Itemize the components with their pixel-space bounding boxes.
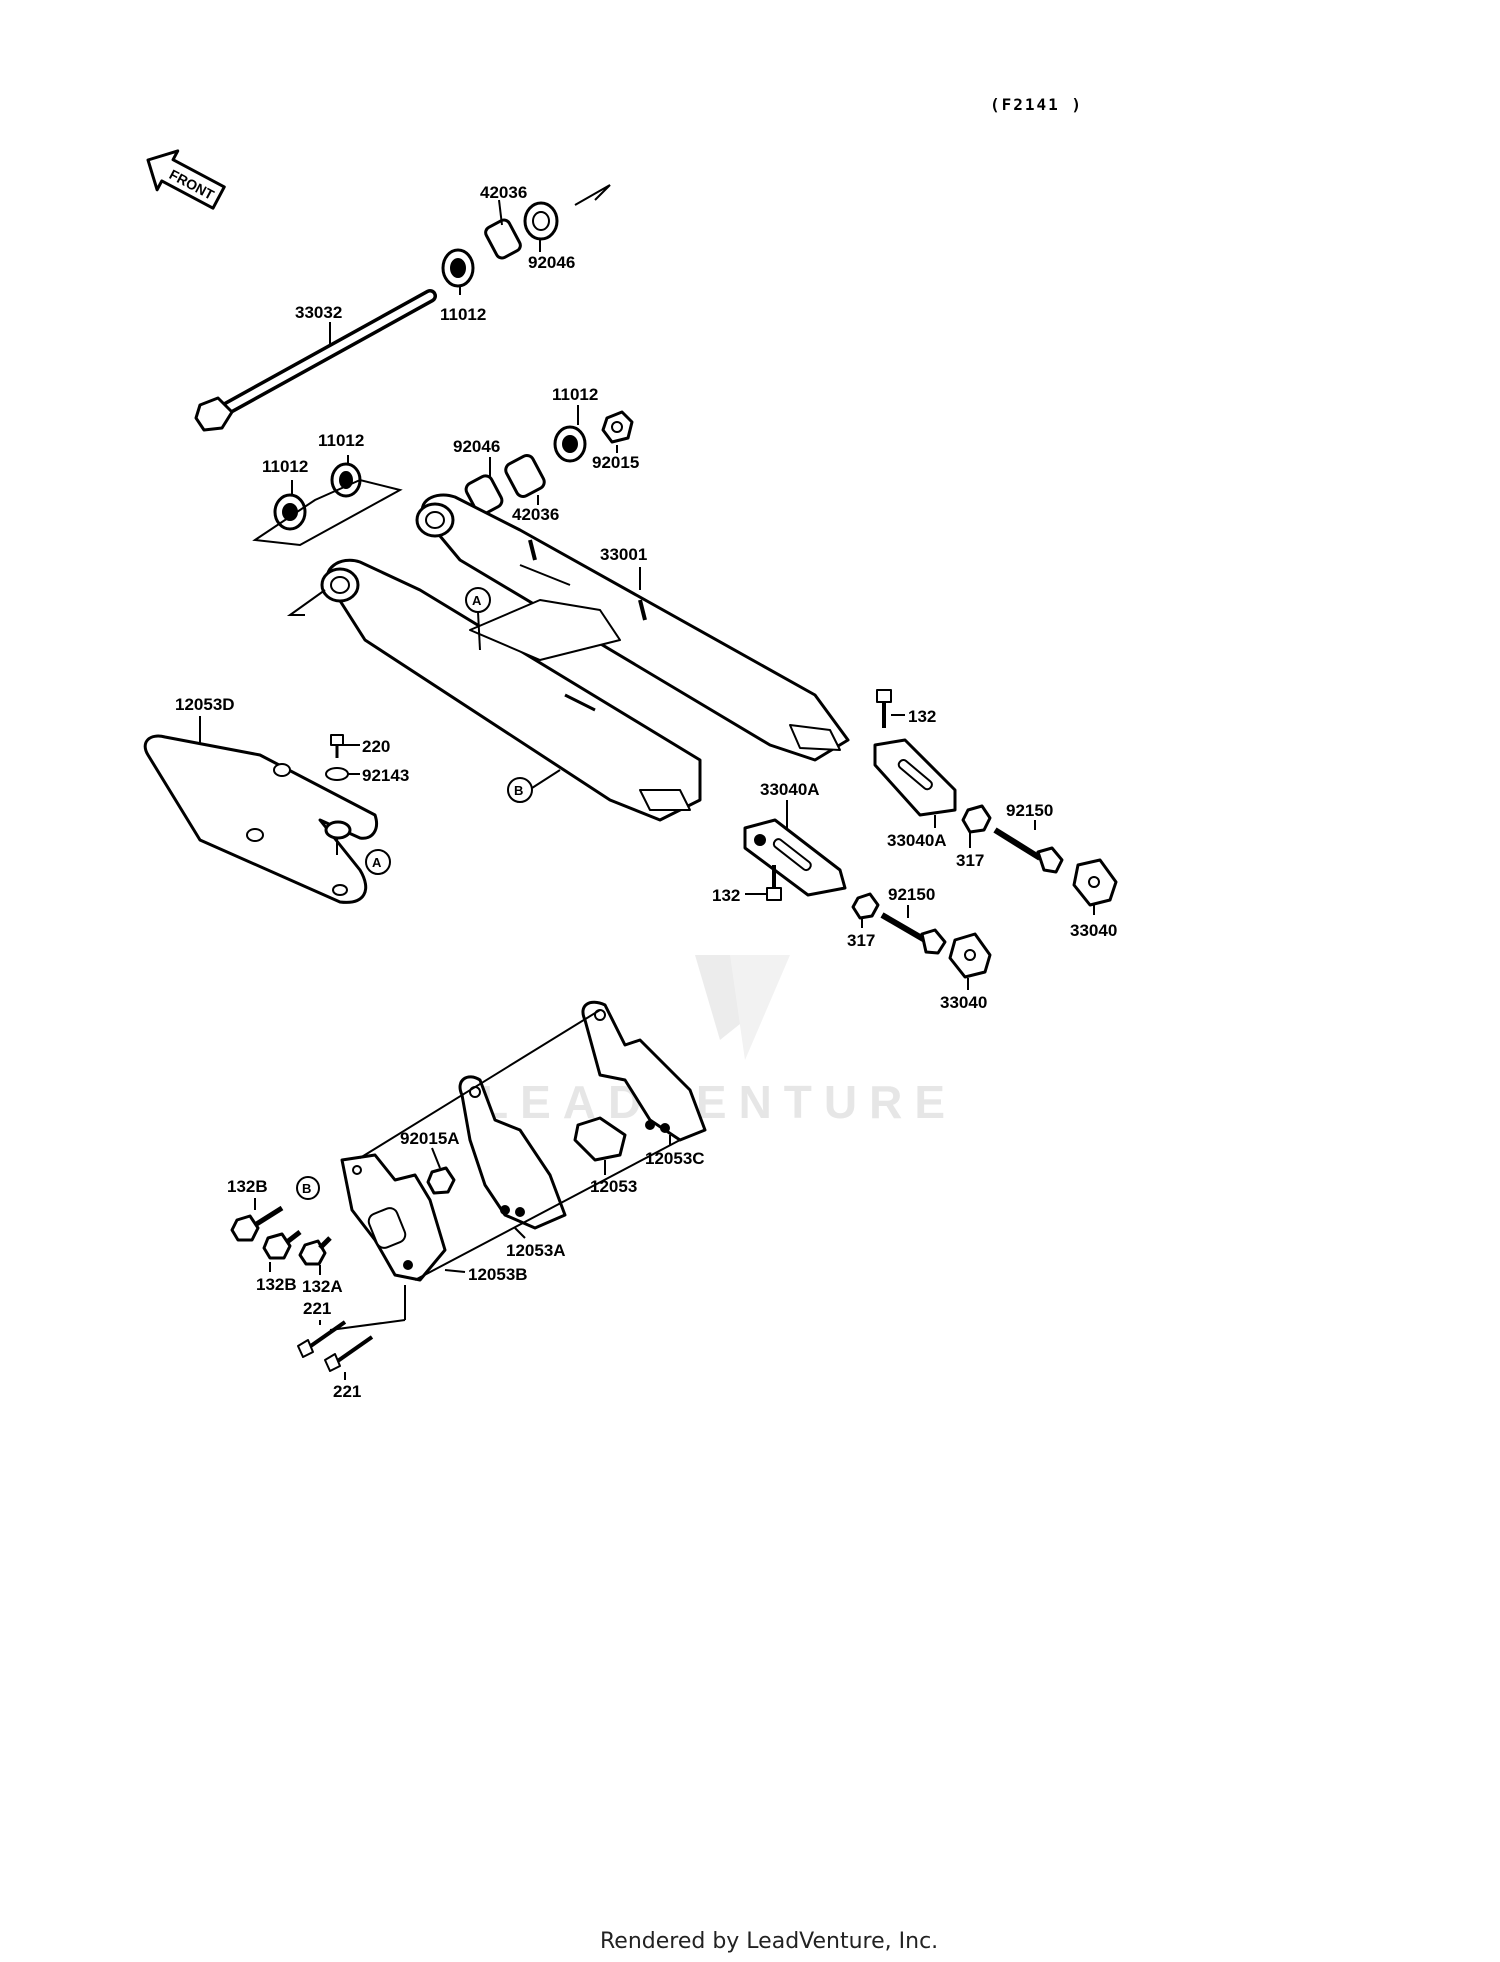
label-132A: 132A <box>302 1277 343 1296</box>
callout-b-guide: B <box>296 1176 320 1200</box>
bolt-132B-b <box>262 1230 302 1260</box>
label-132-right: 132 <box>908 707 936 726</box>
label-12053A: 12053A <box>506 1241 566 1260</box>
label-317-right: 317 <box>956 851 984 870</box>
label-42036-mid: 42036 <box>512 505 559 524</box>
svg-text:A: A <box>372 855 382 870</box>
callout-b-swingarm: B <box>507 769 561 803</box>
part-labels: 42036 92046 33032 11012 11012 92015 9204… <box>175 183 1117 1401</box>
bolt-132B-a <box>230 1205 284 1242</box>
label-220: 220 <box>362 737 390 756</box>
label-92143: 92143 <box>362 766 409 785</box>
adjuster-33040A-right <box>873 738 957 817</box>
bearing-11012-left2 <box>330 462 362 498</box>
bolt-132-right <box>876 689 892 728</box>
bolt-220 <box>330 734 344 758</box>
label-92046-top: 92046 <box>528 253 575 272</box>
nut-317-mid <box>851 892 880 920</box>
watermark: LEADVENTURE <box>480 955 957 1128</box>
callout-a-lower: A <box>365 849 391 875</box>
swingarm-33001 <box>320 493 850 822</box>
bolt-92150-right <box>993 827 1064 874</box>
svg-text:A: A <box>472 593 482 608</box>
nut-92015A <box>426 1166 456 1195</box>
guide-plate-12053B <box>340 1153 447 1282</box>
reference-code: (F2141 ) <box>990 95 1083 114</box>
guide-plate-12053C <box>581 1000 707 1142</box>
label-33040-right: 33040 <box>1070 921 1117 940</box>
label-92150-right: 92150 <box>1006 801 1053 820</box>
front-arrow-icon: FRONT <box>146 149 226 210</box>
sleeve-42036-mid <box>504 454 546 498</box>
adjuster-33040A-mid <box>743 818 847 897</box>
bolt-132-mid <box>766 865 782 901</box>
guide-block-12053 <box>573 1116 627 1162</box>
label-33040A-top: 33040A <box>760 780 820 799</box>
label-42036-top: 42036 <box>480 183 527 202</box>
pivot-axle-33032 <box>194 289 437 432</box>
footer-credit: Rendered by LeadVenture, Inc. <box>600 1929 938 1954</box>
label-12053: 12053 <box>590 1177 637 1196</box>
bearing-11012-right <box>553 425 587 463</box>
label-221-b: 221 <box>333 1382 361 1401</box>
plate-33040-right <box>1072 858 1118 907</box>
seal-92046-mid <box>464 474 504 516</box>
chain-slider-12053D <box>143 734 378 904</box>
leader-lines <box>199 199 1095 1380</box>
screw-221-b <box>324 1335 374 1372</box>
label-92150-mid: 92150 <box>888 885 935 904</box>
washer-92143 <box>325 767 349 781</box>
guide-plate-12053A <box>458 1075 567 1230</box>
nut-317-right <box>961 804 992 834</box>
callout-a-upper: A <box>465 587 491 651</box>
nut-92015 <box>601 410 634 444</box>
label-12053B: 12053B <box>468 1265 528 1284</box>
label-132B-b: 132B <box>256 1275 297 1294</box>
watermark-text: LEADVENTURE <box>480 1076 957 1128</box>
label-317-mid: 317 <box>847 931 875 950</box>
label-33040-mid: 33040 <box>940 993 987 1012</box>
screw-221-a <box>297 1320 347 1358</box>
sleeve-42036-top <box>484 218 522 260</box>
bearing-11012-top <box>441 248 475 288</box>
label-92015A: 92015A <box>400 1129 460 1148</box>
bolt-92150-mid <box>880 912 947 955</box>
label-132B-a: 132B <box>227 1177 268 1196</box>
label-33040A-right: 33040A <box>887 831 947 850</box>
label-11012-r: 11012 <box>552 385 598 404</box>
bolt-132A <box>298 1236 332 1266</box>
label-12053C: 12053C <box>645 1149 705 1168</box>
label-92015: 92015 <box>592 453 639 472</box>
label-33001: 33001 <box>600 545 647 564</box>
svg-text:B: B <box>514 783 523 798</box>
label-33032: 33032 <box>295 303 342 322</box>
label-11012-b: 11012 <box>318 431 364 450</box>
collar-lower <box>324 820 352 840</box>
label-11012-top: 11012 <box>440 305 486 324</box>
label-92046-mid: 92046 <box>453 437 500 456</box>
label-12053D: 12053D <box>175 695 235 714</box>
seal-92046-top <box>523 201 559 241</box>
plate-33040-mid <box>948 932 992 979</box>
label-132-mid: 132 <box>712 886 740 905</box>
label-221-a: 221 <box>303 1299 331 1318</box>
label-11012-a: 11012 <box>262 457 308 476</box>
svg-text:B: B <box>302 1181 311 1196</box>
